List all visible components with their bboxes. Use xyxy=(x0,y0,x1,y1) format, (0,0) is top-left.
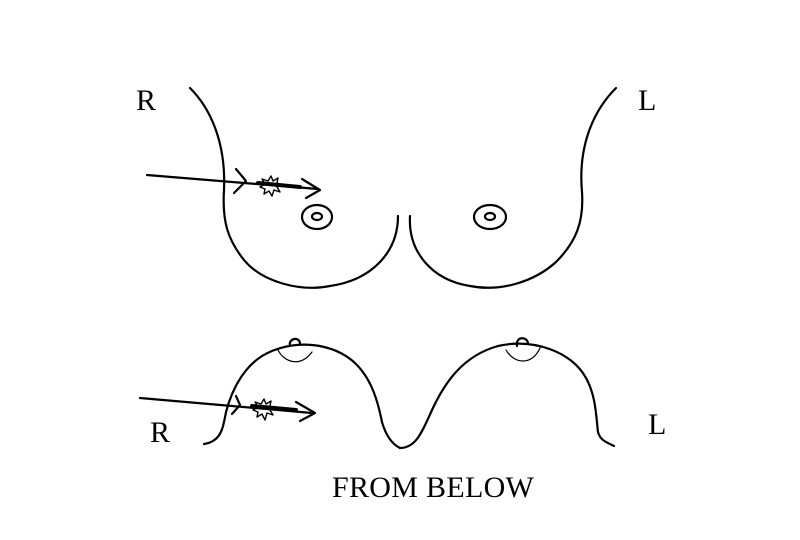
starburst-lesion-icon xyxy=(252,398,276,421)
right-nipple-below xyxy=(288,337,302,348)
left-side-label-top: L xyxy=(638,84,657,117)
left-side-label-bottom: L xyxy=(648,408,667,441)
right-side-label-bottom: R xyxy=(150,416,171,449)
left-breast-outline xyxy=(408,86,618,289)
from-below-view xyxy=(138,337,616,450)
left-nipple xyxy=(472,203,508,231)
right-breast-outline xyxy=(188,86,400,289)
right-nipple-center xyxy=(310,211,324,222)
left-nipple-center xyxy=(483,211,497,222)
right-areola-below xyxy=(277,349,313,363)
view-caption: FROM BELOW xyxy=(332,471,535,504)
right-breast-below-outline xyxy=(202,343,402,450)
left-breast-below-outline xyxy=(398,342,616,450)
right-side-label-top: R xyxy=(136,84,157,117)
starburst-lesion-icon xyxy=(259,175,283,197)
left-nipple-below xyxy=(515,337,530,348)
arrow-needle-icon xyxy=(145,167,322,200)
right-nipple xyxy=(300,203,334,231)
frontal-view xyxy=(145,86,618,289)
left-areola-below xyxy=(505,347,541,362)
